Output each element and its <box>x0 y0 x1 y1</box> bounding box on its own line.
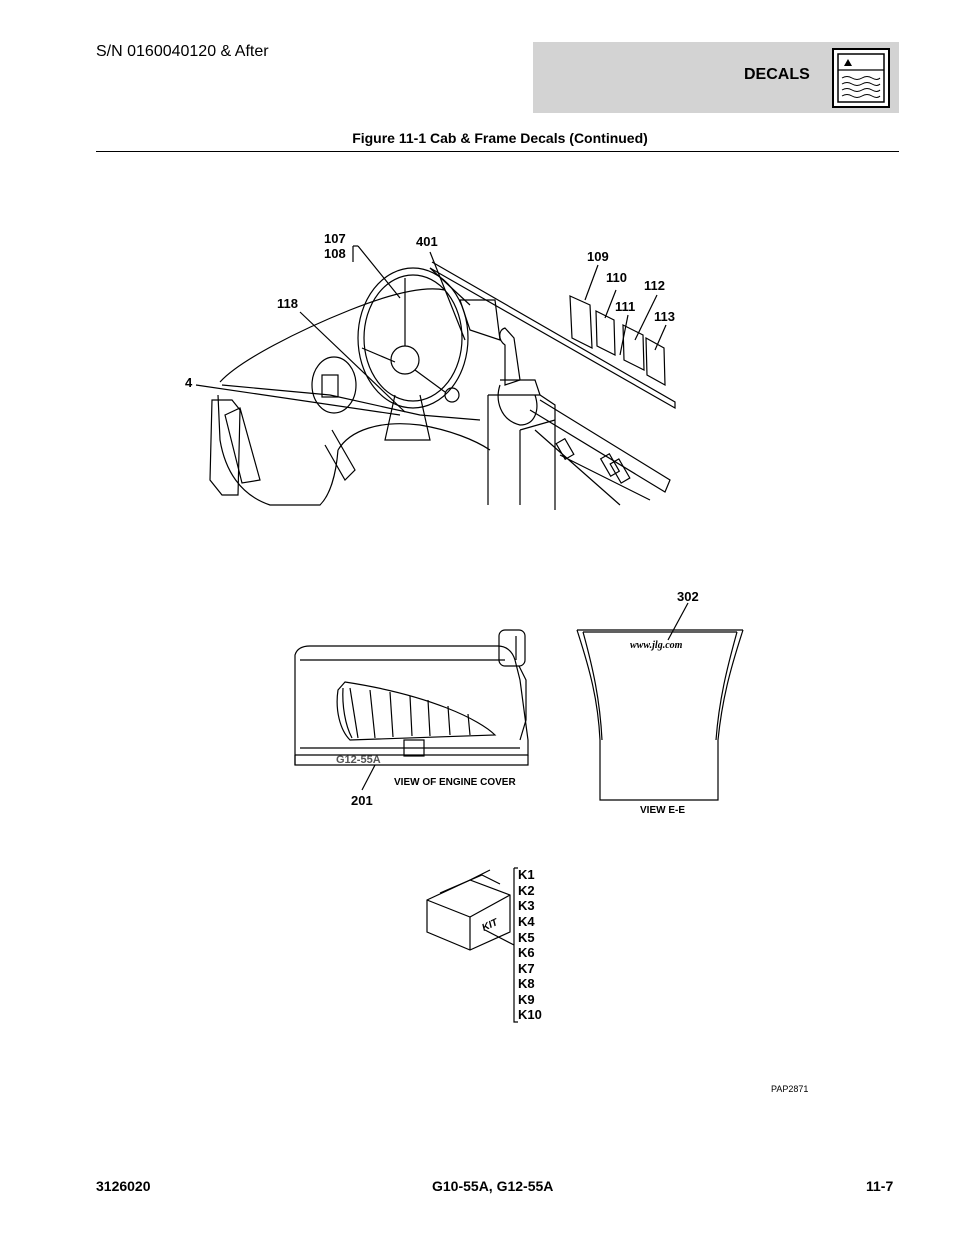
kit-item-k5: K5 <box>518 930 535 945</box>
kit-item-k7: K7 <box>518 961 535 976</box>
decal-section-icon <box>832 48 890 108</box>
cover-model-decal-text: G12-55A <box>336 754 381 766</box>
callout-111: 111 <box>615 299 636 314</box>
engine-cover-view-label: VIEW OF ENGINE COVER <box>394 777 516 788</box>
header-rule <box>96 151 899 152</box>
callout-110: 110 <box>606 270 627 285</box>
page-number: 11-7 <box>866 1178 894 1194</box>
serial-number-range: S/N 0160040120 & After <box>96 43 269 60</box>
kit-item-k1: K1 <box>518 867 535 882</box>
callout-118: 118 <box>277 296 298 311</box>
figure-title: Figure 11-1 Cab & Frame Decals (Continue… <box>352 130 648 146</box>
view-ee-label: VIEW E-E <box>640 805 686 816</box>
kit-item-k8: K8 <box>518 976 535 991</box>
doc-number: 3126020 <box>96 1178 151 1194</box>
callout-108: 108 <box>324 246 346 261</box>
callout-113: 113 <box>654 309 675 324</box>
kit-item-k10: K10 <box>518 1007 542 1022</box>
callout-112: 112 <box>644 278 665 293</box>
kit-item-k3: K3 <box>518 898 535 913</box>
kit-item-k9: K9 <box>518 992 535 1007</box>
figure-id: PAP2871 <box>771 1084 809 1094</box>
callout-107: 107 <box>324 231 346 246</box>
callout-4: 4 <box>185 375 193 390</box>
kit-item-k4: K4 <box>518 914 535 929</box>
callout-201: 201 <box>351 793 373 808</box>
callout-109: 109 <box>587 249 609 264</box>
section-title: DECALS <box>744 66 810 83</box>
jlg-url-decal: www.jlg.com <box>630 640 683 651</box>
callout-401: 401 <box>416 234 438 249</box>
model-numbers: G10-55A, G12-55A <box>432 1178 554 1194</box>
kit-item-k6: K6 <box>518 945 535 960</box>
callout-302: 302 <box>677 589 699 604</box>
kit-item-k2: K2 <box>518 883 535 898</box>
